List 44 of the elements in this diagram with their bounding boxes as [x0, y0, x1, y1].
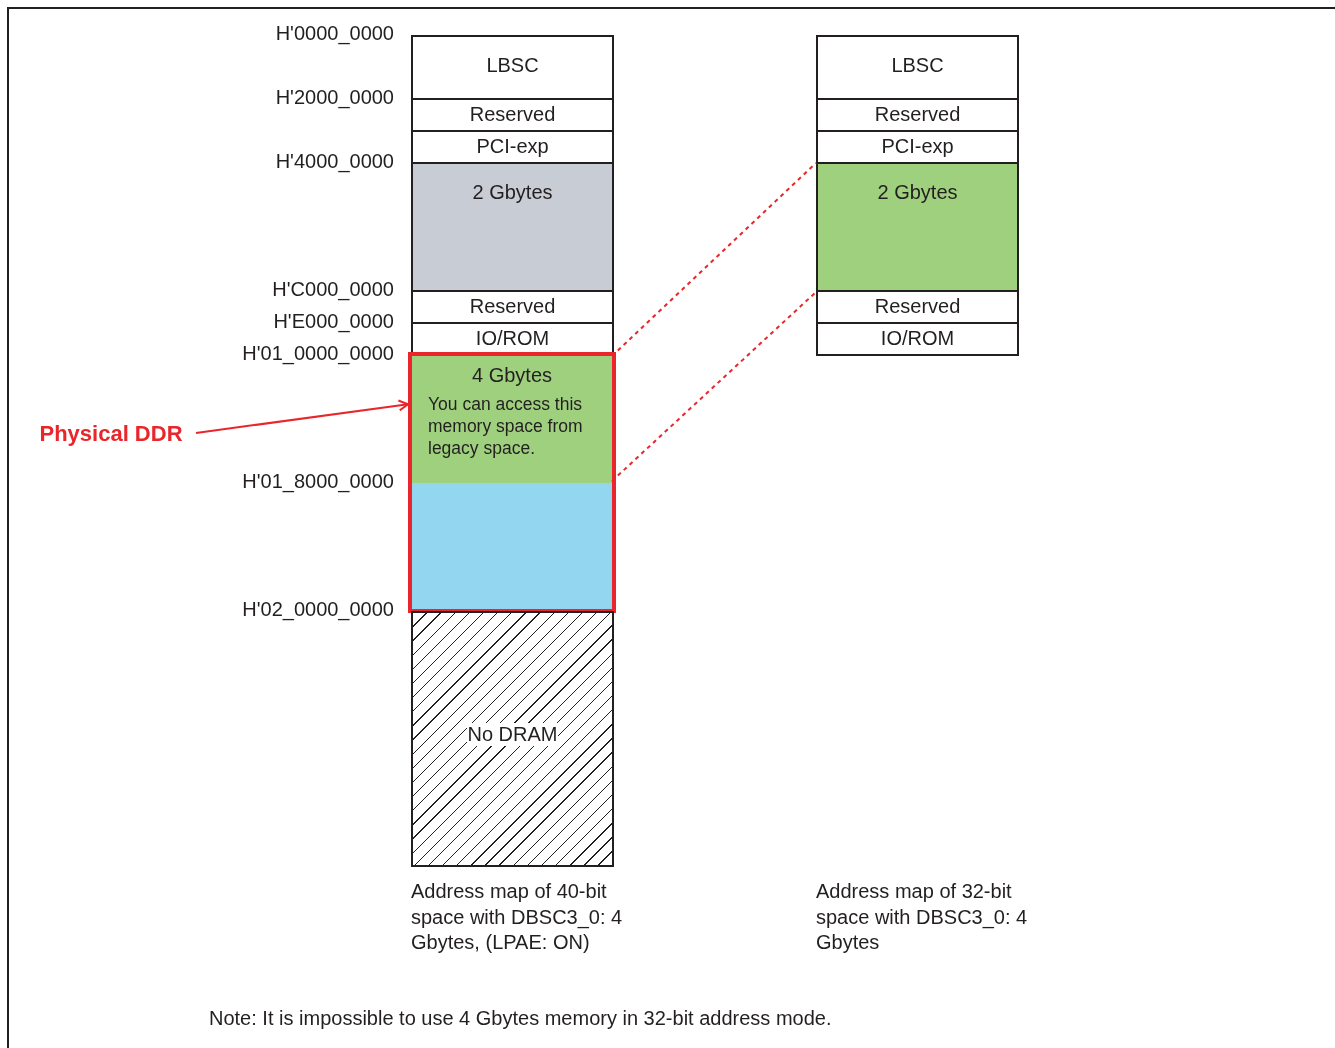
- region-label: IO/ROM: [475, 327, 550, 350]
- memory-region-block: [816, 162, 1019, 292]
- region-label: Reserved: [469, 103, 556, 126]
- map-caption: Address map of 32-bit space with DBSC3_0: 4 Gbytes: [816, 879, 1029, 955]
- region-label: 2 Gbytes: [472, 181, 553, 204]
- region-label: Reserved: [874, 103, 961, 126]
- memory-region-block: [412, 356, 612, 485]
- memory-region-block: [411, 290, 614, 324]
- region-label: PCI-exp: [476, 135, 549, 158]
- address-label: H'4000_0000: [275, 150, 394, 173]
- address-label: H'2000_0000: [275, 86, 394, 109]
- region-block: [412, 483, 612, 609]
- memory-region-block: [816, 98, 1019, 132]
- mapping-line: [611, 291, 817, 482]
- arrow: [195, 399, 409, 434]
- memory-region-block: [411, 162, 614, 292]
- memory-region-block: [411, 98, 614, 132]
- memory-region-block: [816, 290, 1019, 324]
- note-text: Note: It is impossible to use 4 Gbytes memory in 32-bit address mode.: [209, 1007, 832, 1030]
- memory-region-block: [411, 35, 614, 100]
- memory-region-block: [411, 130, 614, 164]
- region-label: Reserved: [874, 295, 961, 318]
- region-label: LBSC: [486, 54, 539, 77]
- map-caption: Address map of 40-bit space with DBSC3_0: 4 Gbytes, (LPAE: ON): [411, 879, 624, 955]
- address-label: H'01_0000_0000: [242, 342, 394, 365]
- region-note: You can access this memory space from legacy space.: [427, 393, 584, 459]
- address-label: H'C000_0000: [272, 278, 394, 301]
- region-label: PCI-exp: [881, 135, 954, 158]
- address-label: H'02_0000_0000: [242, 598, 394, 621]
- region-label: IO/ROM: [880, 327, 955, 350]
- region-label: LBSC: [891, 54, 944, 77]
- region-label: Physical DDR: [39, 421, 183, 447]
- highlight-frame: [408, 352, 616, 613]
- region-label: Reserved: [469, 295, 556, 318]
- address-label: H'01_8000_0000: [242, 470, 394, 493]
- region-label: 2 Gbytes: [877, 181, 958, 204]
- memory-region-block: [816, 35, 1019, 100]
- memory-region-block: [816, 130, 1019, 164]
- address-label: H'0000_0000: [275, 22, 394, 45]
- memory-region-block: [411, 611, 614, 867]
- region-label: No DRAM: [467, 723, 558, 746]
- address-label: H'E000_0000: [273, 310, 394, 333]
- memory-region-block: [816, 322, 1019, 356]
- region-label: 4 Gbytes: [471, 364, 552, 387]
